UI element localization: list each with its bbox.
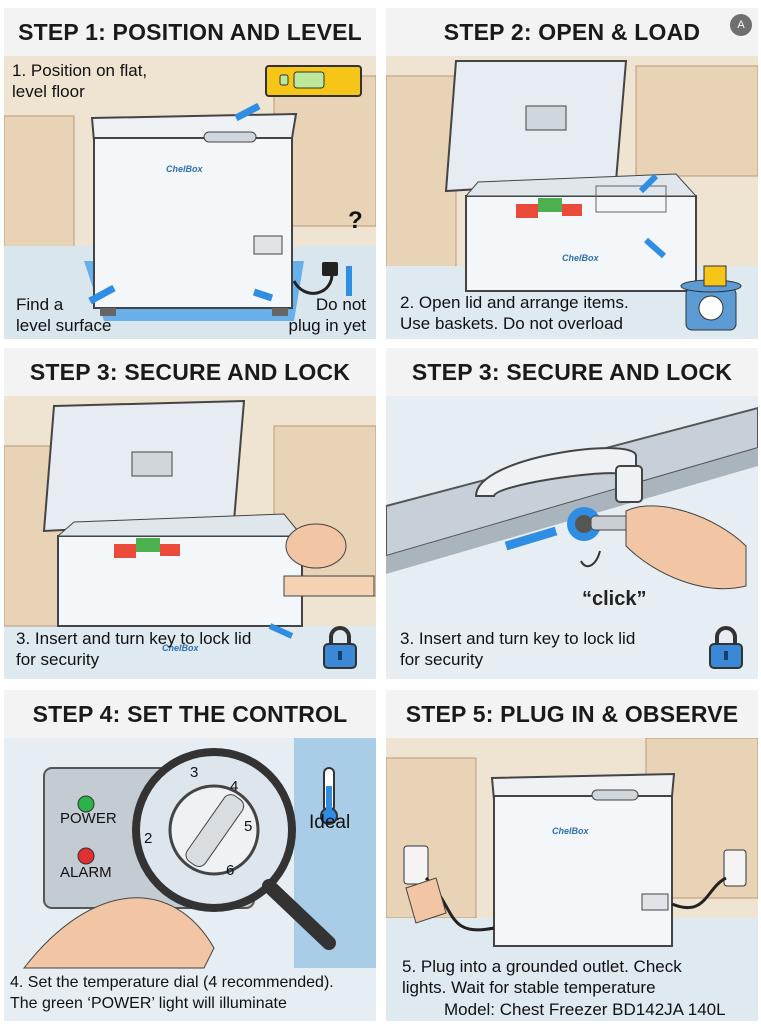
alarm-label: ALARM	[60, 864, 112, 881]
step-3a-brand: ChelBox	[162, 643, 200, 653]
step-5-title: STEP 5: PLUG IN & OBSERVE	[386, 690, 758, 738]
click-sound-label: “click”	[582, 588, 647, 610]
lock-icon	[709, 626, 743, 669]
lid-handle-illustration	[474, 447, 643, 503]
power-light-icon	[77, 795, 95, 813]
freezer-illustration	[490, 772, 676, 947]
step-4-title: STEP 4: SET THE CONTROL	[4, 690, 376, 738]
wall-outlet-icon	[723, 849, 747, 887]
open-freezer-illustration	[444, 60, 698, 292]
freezer-illustration	[90, 112, 298, 316]
step-2-caption: 2. Open lid and arrange items. Use baske…	[400, 293, 629, 333]
dial-number-6: 6	[226, 862, 235, 879]
alarm-light-icon	[77, 847, 95, 865]
step-4-panel: STEP 4: SET THE CONTROL POWER ALARM Idea…	[4, 690, 376, 1021]
lock-icon	[323, 626, 357, 669]
dial-number-2[interactable]: 2	[144, 830, 153, 847]
dial-number-4: 4	[230, 778, 239, 795]
step-1-callout-do-not-plug: Do not plug in yet	[288, 295, 367, 335]
step-2-title: STEP 2: OPEN & LOAD	[386, 8, 758, 56]
step-3a-title: STEP 3: SECURE AND LOCK	[4, 348, 376, 396]
spirit-level-icon	[265, 65, 362, 97]
step-5-caption: 5. Plug into a grounded outlet. Check li…	[402, 957, 682, 997]
ideal-label: Ideal	[309, 812, 351, 833]
step-2-brand: ChelBox	[562, 253, 600, 263]
step-3b-title: STEP 3: SECURE AND LOCK	[386, 348, 758, 396]
wall-outlet-icon	[403, 845, 429, 885]
font-icon[interactable]: A	[730, 14, 752, 36]
step-1-panel: STEP 1: POSITION AND LEVEL ChelBox	[4, 8, 376, 339]
open-freezer-lock-illustration	[42, 399, 304, 627]
model-label: Model: Chest Freezer BD142JA 140L	[444, 1000, 726, 1019]
step-1-brand: ChelBox	[166, 164, 204, 174]
step-5-brand: ChelBox	[552, 826, 590, 836]
step-4-caption: 4. Set the temperature dial (4 recommend…	[10, 974, 334, 1012]
scale-icon	[680, 265, 742, 331]
step-3b-scene: “click” 3. Insert and turn key to lock l…	[386, 396, 758, 679]
dial-number-5: 5	[244, 818, 253, 835]
step-4-scene: POWER ALARM Ideal 3 4 5 6 2 4. Set the t…	[4, 738, 376, 1021]
step-3b-panel: STEP 3: SECURE AND LOCK “click” 3. Inser…	[386, 348, 758, 679]
step-3a-scene: ChelBox 3. Insert and turn key to lock l…	[4, 396, 376, 679]
dial-number-3: 3	[190, 764, 199, 781]
thermometer-icon	[320, 767, 338, 825]
step-5-panel: STEP 5: PLUG IN & OBSERVE ChelBox 5. Plu…	[386, 690, 758, 1021]
power-label: POWER	[60, 810, 117, 827]
step-1-callout-position: 1. Position on flat, level floor	[12, 61, 148, 101]
step-2-scene: ChelBox 2. Open lid and arrange items. U…	[386, 56, 758, 339]
step-1-title: STEP 1: POSITION AND LEVEL	[4, 8, 376, 56]
step-5-scene: ChelBox 5. Plug into a grounded outlet. …	[386, 738, 758, 1021]
step-1-callout-level-surface: Find a level surface	[16, 295, 112, 335]
step-3b-caption: 3. Insert and turn key to lock lid for s…	[400, 629, 636, 669]
step-2-panel: STEP 2: OPEN & LOAD A ChelBox	[386, 8, 758, 339]
step-3a-panel: STEP 3: SECURE AND LOCK ChelBox 3. Inser…	[4, 348, 376, 679]
step-1-scene: ChelBox 1. Position on flat, level floor…	[4, 56, 376, 339]
step-3a-caption: 3. Insert and turn key to lock lid for s…	[16, 629, 252, 669]
magnifier-dial-illustration	[132, 748, 336, 950]
question-mark-icon: ?	[348, 207, 363, 234]
